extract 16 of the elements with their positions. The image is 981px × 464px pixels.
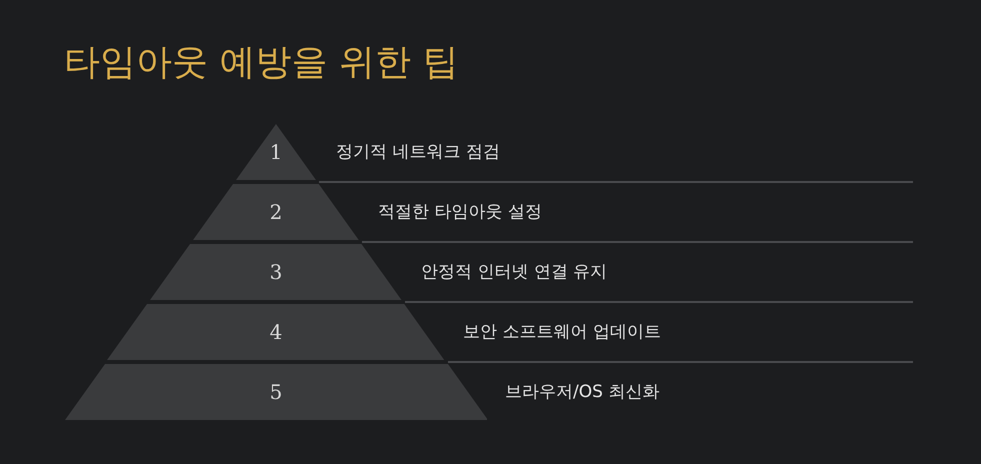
tip-text: 안정적 인터넷 연결 유지	[421, 261, 608, 283]
pyramid-layer	[193, 184, 359, 240]
pyramid-layer	[107, 304, 445, 360]
tip-text: 보안 소프트웨어 업데이트	[463, 321, 661, 343]
step-number: 4	[268, 320, 284, 344]
pyramid-layer	[236, 124, 316, 180]
step-number: 3	[268, 260, 284, 284]
title: 타임아웃 예방을 위한 팁	[64, 41, 458, 85]
tip-text: 적절한 타임아웃 설정	[378, 201, 542, 223]
step-number: 5	[268, 380, 284, 404]
tip-text: 브라우저/OS 최신화	[505, 381, 660, 403]
tip-text: 정기적 네트워크 점검	[336, 141, 500, 163]
pyramid-layer	[64, 364, 488, 420]
pyramid-layer	[150, 244, 402, 300]
step-number: 2	[268, 200, 284, 224]
step-number: 1	[268, 140, 284, 164]
